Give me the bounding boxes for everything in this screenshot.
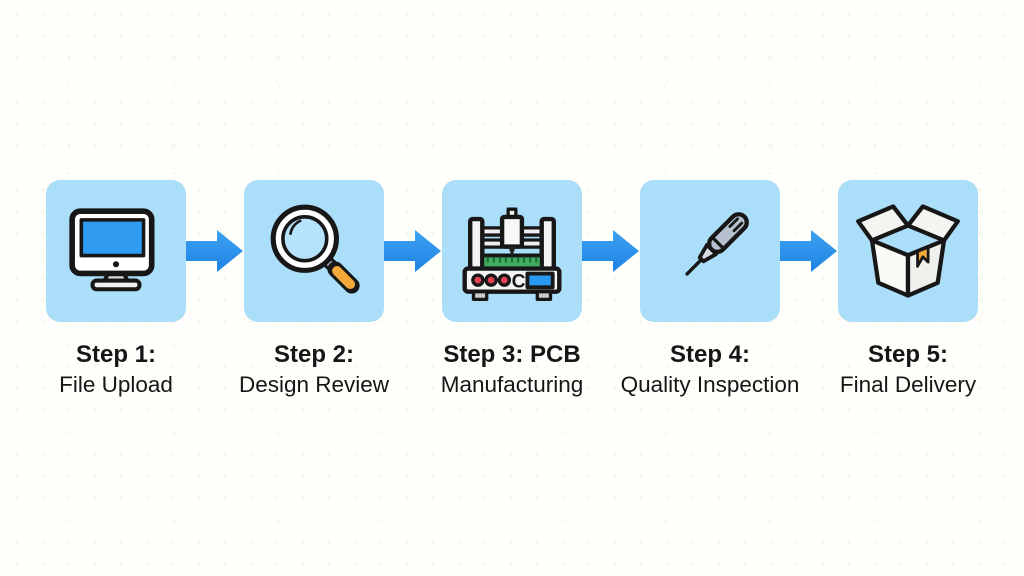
right-arrow-icon bbox=[780, 230, 837, 272]
step-1-box bbox=[46, 180, 186, 322]
magnifying-glass-icon bbox=[270, 204, 360, 294]
step-2: Step 2: Design Review bbox=[239, 180, 389, 398]
inspection-probe-icon bbox=[685, 212, 749, 276]
step-4-title: Step 4: bbox=[669, 341, 750, 368]
step-5-title: Step 5: bbox=[867, 341, 948, 368]
right-arrow-icon bbox=[582, 230, 639, 272]
step-3-label: Manufacturing bbox=[440, 372, 584, 397]
step-3: C Step 3: PCB Manufacturing bbox=[441, 180, 583, 398]
step-5: Step 5: Final Delivery bbox=[838, 180, 978, 398]
flow-arrow-1 bbox=[186, 180, 244, 322]
step-1: Step 1: File Upload bbox=[46, 180, 186, 398]
step-2-box bbox=[244, 180, 384, 322]
right-arrow-icon bbox=[186, 230, 243, 272]
step-4-box bbox=[640, 180, 780, 322]
step-5-box bbox=[838, 180, 978, 322]
step-5-label: Final Delivery bbox=[839, 372, 977, 397]
flow-arrow-3 bbox=[582, 180, 640, 322]
step-4: Step 4: Quality Inspection bbox=[621, 180, 799, 398]
computer-monitor-icon bbox=[69, 208, 155, 292]
step-4-label: Quality Inspection bbox=[620, 372, 800, 397]
step-2-label: Design Review bbox=[238, 372, 390, 397]
flow-arrow-2 bbox=[384, 180, 442, 322]
machine-display-letter: C bbox=[512, 271, 526, 292]
step-1-label: File Upload bbox=[59, 372, 173, 397]
step-3-title: Step 3: PCB bbox=[443, 341, 581, 368]
step-2-title: Step 2: bbox=[273, 341, 354, 368]
flow-row: Step 1: File Upload bbox=[46, 180, 978, 398]
step-3-box: C bbox=[442, 180, 582, 322]
flow-arrow-4 bbox=[780, 180, 838, 322]
pcb-machine-icon: C bbox=[462, 207, 562, 302]
right-arrow-icon bbox=[384, 230, 441, 272]
step-1-title: Step 1: bbox=[75, 341, 156, 368]
open-box-icon bbox=[856, 204, 960, 298]
